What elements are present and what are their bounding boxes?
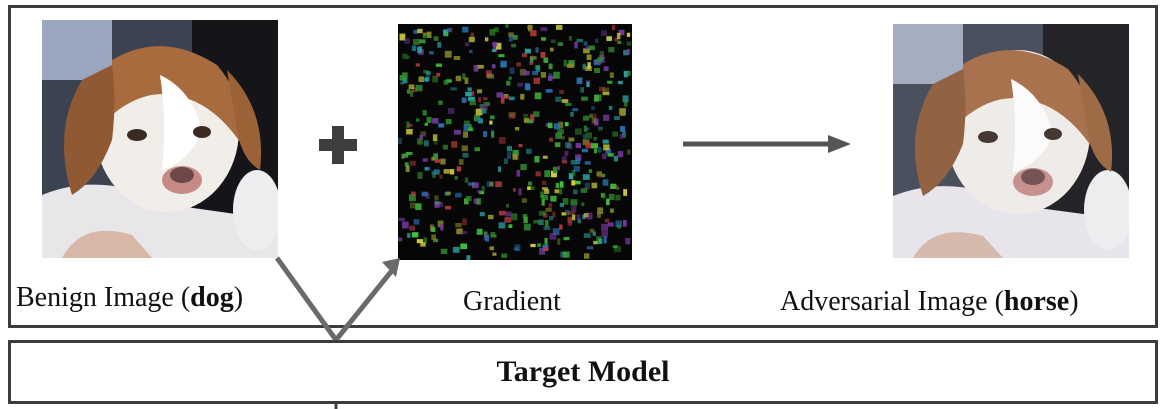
adversarial-image [893, 24, 1129, 258]
target-model-box: Target Model [8, 340, 1158, 404]
benign-caption: Benign Image (dog) [16, 282, 244, 313]
gradient-caption: Gradient [463, 286, 561, 317]
adversarial-caption: Adversarial Image (horse) [780, 286, 1079, 317]
benign-image [42, 20, 278, 258]
gradient-image [398, 24, 632, 260]
target-model-label: Target Model [496, 355, 670, 388]
